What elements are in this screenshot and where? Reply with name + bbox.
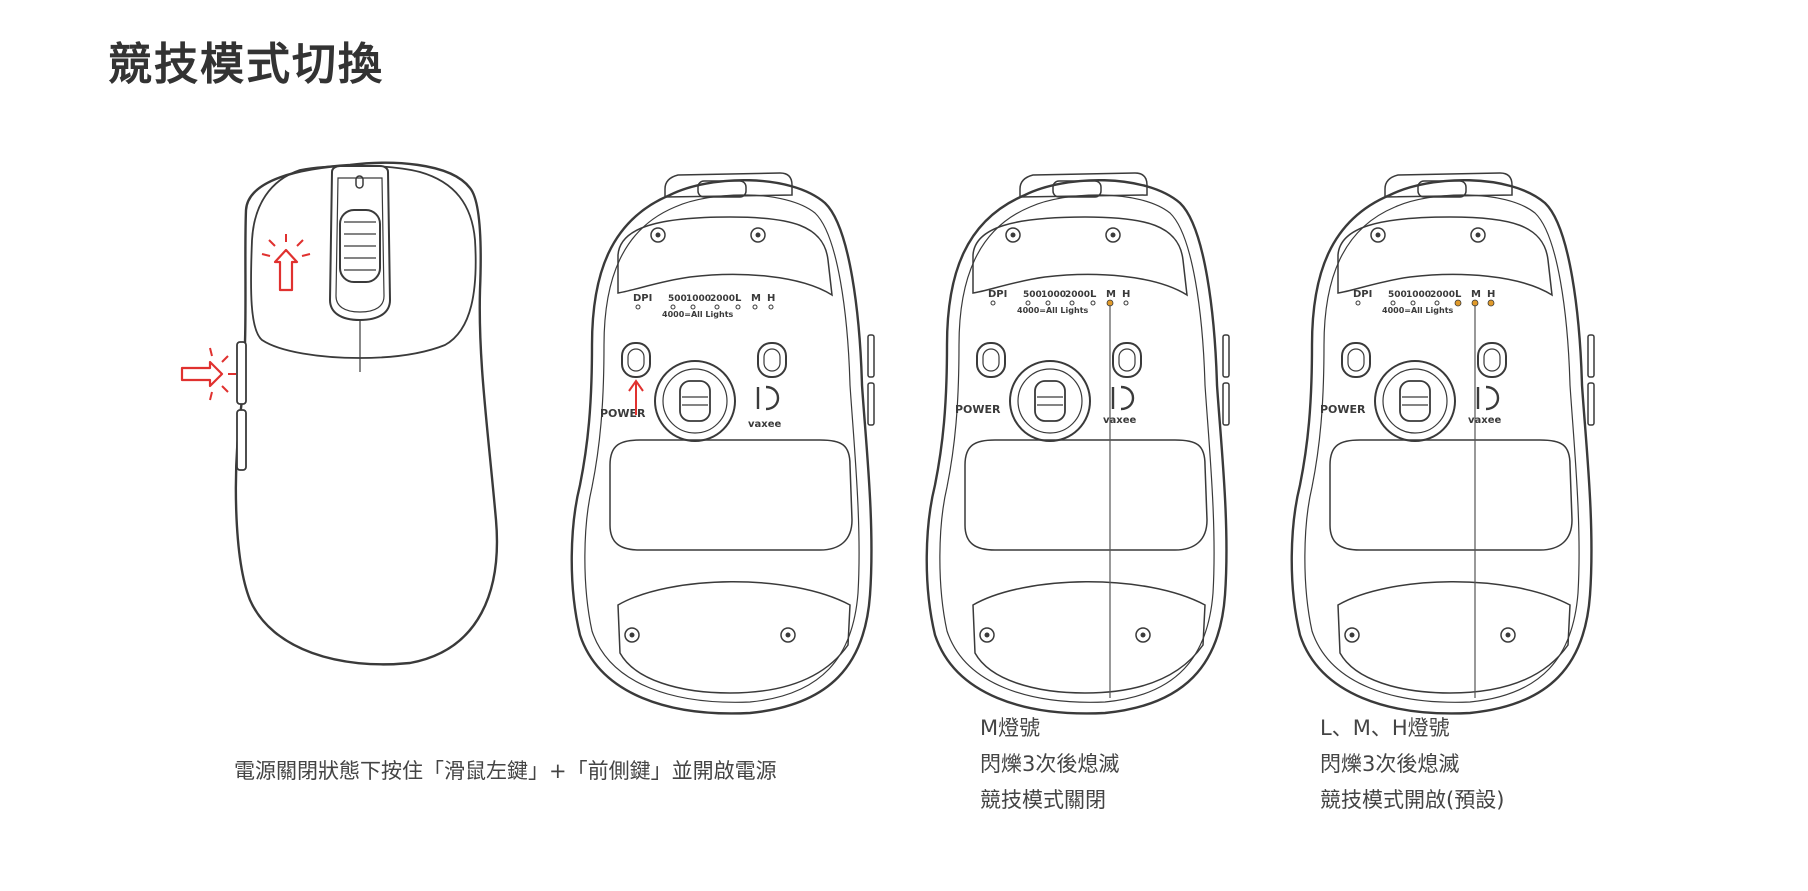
competition-off-caption: M燈號 閃爍3次後熄滅 競技模式關閉 [980, 716, 1120, 812]
dpi-label: DPI [633, 293, 652, 304]
svg-text:POWER: POWER [955, 403, 1001, 416]
dpi-2000-label: 2000 [710, 294, 735, 304]
svg-text:DPI: DPI [1353, 289, 1372, 300]
svg-text:2000: 2000 [1430, 290, 1455, 300]
svg-text:500: 500 [1023, 290, 1042, 300]
power-label: POWER [600, 407, 646, 420]
svg-text:1000: 1000 [1406, 290, 1431, 300]
led-h-on-icon [1487, 299, 1495, 307]
svg-text:DPI: DPI [988, 289, 1007, 300]
led-h-label: H [767, 293, 775, 304]
svg-text:2000: 2000 [1065, 290, 1090, 300]
brand-label: vaxee [748, 419, 781, 430]
svg-text:1000: 1000 [1041, 290, 1066, 300]
led-l-label: L [735, 293, 742, 304]
led-m-label: M [751, 293, 761, 304]
mouse-bottom-view-lmh-led: DPI 500 1000 2000 L M H 4000=All Lights … [1290, 171, 1596, 715]
dpi-1000-label: 1000 [686, 294, 711, 304]
dpi-500-label: 500 [668, 294, 687, 304]
svg-text:4000=All Lights: 4000=All Lights [1382, 306, 1454, 315]
all-lights-label: 4000=All Lights [662, 310, 734, 319]
svg-text:500: 500 [1388, 290, 1407, 300]
power-arrow-icon [628, 379, 644, 415]
mouse-bottom-view-power: DPI 500 1000 2000 L M H 4000=All Lights … [570, 171, 876, 715]
page-title: 競技模式切換 [108, 39, 384, 90]
svg-text:vaxee: vaxee [1103, 415, 1136, 426]
svg-text:H: H [1122, 289, 1130, 300]
svg-text:4000=All Lights: 4000=All Lights [1017, 306, 1089, 315]
power-on-instruction: 電源關閉狀態下按住「滑鼠左鍵」+「前側鍵」並開啟電源 [234, 759, 777, 783]
svg-text:H: H [1487, 289, 1495, 300]
svg-text:M: M [1106, 289, 1116, 300]
svg-text:POWER: POWER [1320, 403, 1366, 416]
svg-text:L: L [1455, 289, 1462, 300]
svg-text:L: L [1090, 289, 1097, 300]
mouse-top-view [234, 161, 499, 666]
mouse-bottom-view-m-led: DPI 500 1000 2000 L M H 4000=All Lights … [925, 171, 1231, 715]
led-l-on-icon [1454, 299, 1462, 307]
svg-text:M: M [1471, 289, 1481, 300]
competition-on-caption: L、M、H燈號 閃爍3次後熄滅 競技模式開啟(預設) [1320, 716, 1505, 812]
left-click-indicator-icon [261, 234, 311, 292]
forward-button-indicator-icon [180, 347, 236, 401]
svg-text:vaxee: vaxee [1468, 415, 1501, 426]
